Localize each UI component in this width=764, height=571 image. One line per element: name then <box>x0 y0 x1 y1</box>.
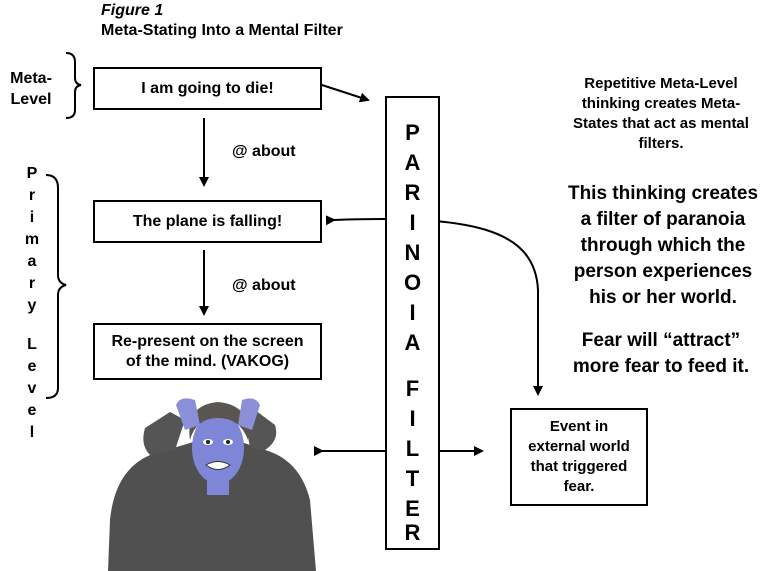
explanation-meta-states: Repetitive Meta-Level thinking creates M… <box>548 74 764 154</box>
event-line: external world <box>528 438 630 455</box>
filter-letter: T <box>405 466 420 491</box>
text-line: filters. <box>638 135 684 152</box>
filter-letter: O <box>403 270 422 295</box>
arrow-die-to-filter <box>321 84 370 103</box>
primary-letter: l <box>29 424 35 441</box>
box-going-to-die: I am going to die! <box>93 67 322 110</box>
figure-label: Figure 1 <box>101 2 164 19</box>
filter-letter: I <box>409 210 416 235</box>
primary-letter: r <box>28 187 36 204</box>
filter-letter: R <box>404 180 421 205</box>
filter-letter: F <box>405 376 420 401</box>
primary-level-brace <box>45 174 67 399</box>
primary-letter: r <box>28 275 36 292</box>
about-label: @ about <box>232 143 296 160</box>
text-line: thinking creates Meta- <box>581 95 741 112</box>
filter-letter: A <box>404 150 421 175</box>
text-line: through which the <box>580 235 746 256</box>
primary-letter: v <box>27 380 37 397</box>
filter-letter: I <box>409 300 416 325</box>
primary-letter: e <box>27 358 37 375</box>
paranoia-filter-column: P A R I N O I A F I L T E R <box>385 96 440 550</box>
text-line: States that act as mental <box>573 115 749 132</box>
meta-level-line: Level <box>10 91 52 108</box>
figure-title: Meta-Stating Into a Mental Filter <box>101 22 343 39</box>
explanation-paranoia-filter: This thinking creates a filter of parano… <box>550 181 764 311</box>
primary-letter: i <box>29 209 35 226</box>
text-line: person experiences <box>573 261 753 282</box>
filter-letter: N <box>404 240 421 265</box>
meta-level-line: Meta- <box>10 70 52 87</box>
primary-letter: P <box>26 165 38 182</box>
represent-line: Re-present on the screen <box>111 332 304 350</box>
filter-letter: A <box>404 330 421 355</box>
primary-letter: e <box>27 402 37 419</box>
meta-level-label: Meta- Level <box>3 68 59 110</box>
event-line: Event in <box>549 418 609 435</box>
box-plane-falling: The plane is falling! <box>93 200 322 243</box>
meta-level-brace <box>65 52 82 119</box>
event-line: fear. <box>563 478 595 495</box>
text-line: Repetitive Meta-Level <box>584 75 738 92</box>
filter-letter: R <box>404 520 421 545</box>
filter-letter: L <box>405 436 420 461</box>
box-triggering-event: Event in external world that triggered f… <box>510 408 648 506</box>
text-line: a filter of paranoia <box>580 209 746 230</box>
event-line: that triggered <box>530 458 628 475</box>
filter-letter: P <box>405 120 420 145</box>
text-line: more fear to feed it. <box>572 356 750 377</box>
primary-letter: m <box>24 231 40 248</box>
filter-letter: E <box>405 496 420 521</box>
about-label: @ about <box>232 277 296 294</box>
represent-line: of the mind. (VAKOG) <box>125 352 290 370</box>
filter-letter: I <box>409 406 416 431</box>
box-represent: Re-present on the screen of the mind. (V… <box>93 323 322 380</box>
primary-letter: y <box>27 297 37 314</box>
explanation-fear-attracts: Fear will “attract” more fear to feed it… <box>548 328 764 380</box>
primary-letter: a <box>27 253 37 270</box>
primary-letter: L <box>27 336 37 353</box>
text-line: his or her world. <box>589 287 737 308</box>
text-line: Fear will “attract” <box>581 330 741 351</box>
text-line: This thinking creates <box>567 183 759 204</box>
